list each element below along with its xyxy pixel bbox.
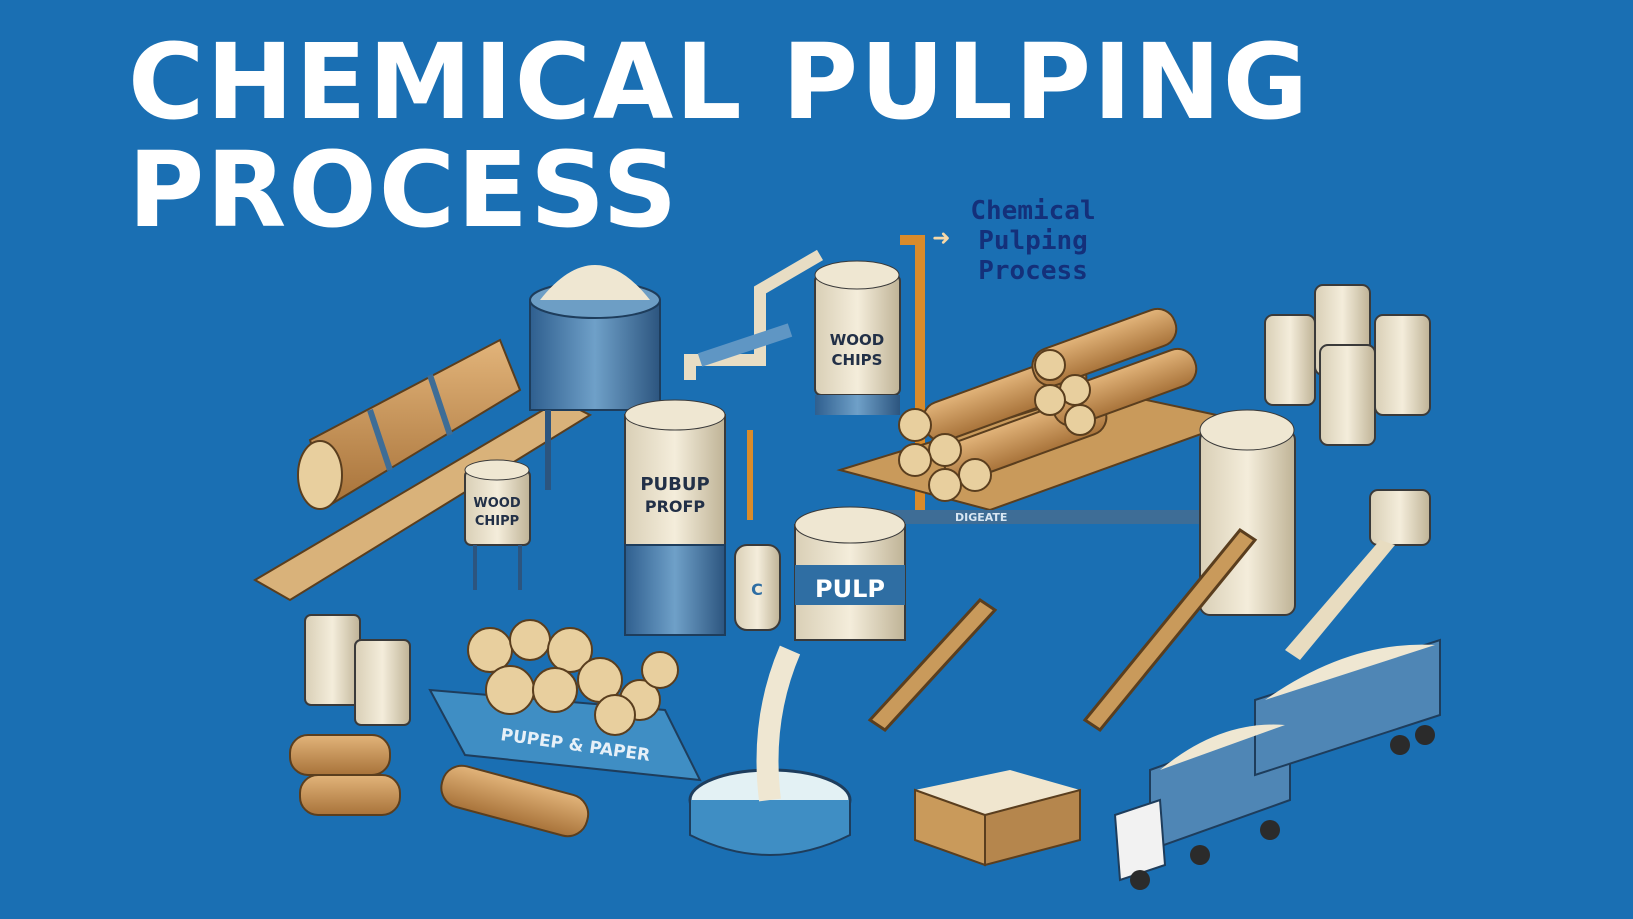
svg-text:CHIPS: CHIPS xyxy=(832,351,883,369)
pulp-silo-center: PUBUP PROFP xyxy=(624,399,726,636)
subtitle-line-3: Process xyxy=(978,256,1088,286)
silo-label-wood-chipp: WOOD xyxy=(473,496,520,511)
chip-chute-silo xyxy=(1285,489,1431,660)
svg-text:C: C xyxy=(751,580,763,599)
log-conveyor xyxy=(253,338,593,602)
digester-platform: DIGEATE xyxy=(836,307,1244,524)
wood-chips-silo-top: WOOD CHIPS xyxy=(814,260,901,415)
stairs xyxy=(867,527,1258,733)
title-line-1: CHEMICAL PULPING xyxy=(128,21,1311,143)
svg-text:CHIPP: CHIPP xyxy=(475,514,519,529)
truck xyxy=(1113,638,1441,890)
pulp-basin xyxy=(688,645,852,856)
svg-text:PROFP: PROFP xyxy=(645,497,706,516)
subtitle-line-2: Pulping xyxy=(978,226,1088,256)
pupep-paper-cart: PUPEP & PAPER xyxy=(428,619,702,782)
chip-crate xyxy=(914,770,1081,867)
small-tank: C xyxy=(734,544,781,631)
barrels xyxy=(304,614,411,726)
wood-chips-silo-left: WOOD CHIPP xyxy=(464,459,531,590)
svg-text:WOOD: WOOD xyxy=(830,331,885,349)
subtitle-line-1: Chemical xyxy=(970,196,1096,226)
svg-text:DIGEATE: DIGEATE xyxy=(955,511,1007,524)
log-pile-bottom xyxy=(289,734,590,838)
page-title: CHEMICAL PULPING PROCESS xyxy=(128,28,1310,244)
svg-text:PUBUP: PUBUP xyxy=(640,474,709,495)
title-line-2: PROCESS xyxy=(128,129,680,251)
pulp-tank: PULP xyxy=(794,506,906,641)
chip-silo-top-left xyxy=(529,265,661,490)
subtitle-label: Chemical Pulping Process xyxy=(948,196,1118,286)
storage-tanks xyxy=(1264,284,1431,446)
arrow-right-icon: ➜ xyxy=(932,226,951,251)
svg-text:PULP: PULP xyxy=(815,575,885,603)
